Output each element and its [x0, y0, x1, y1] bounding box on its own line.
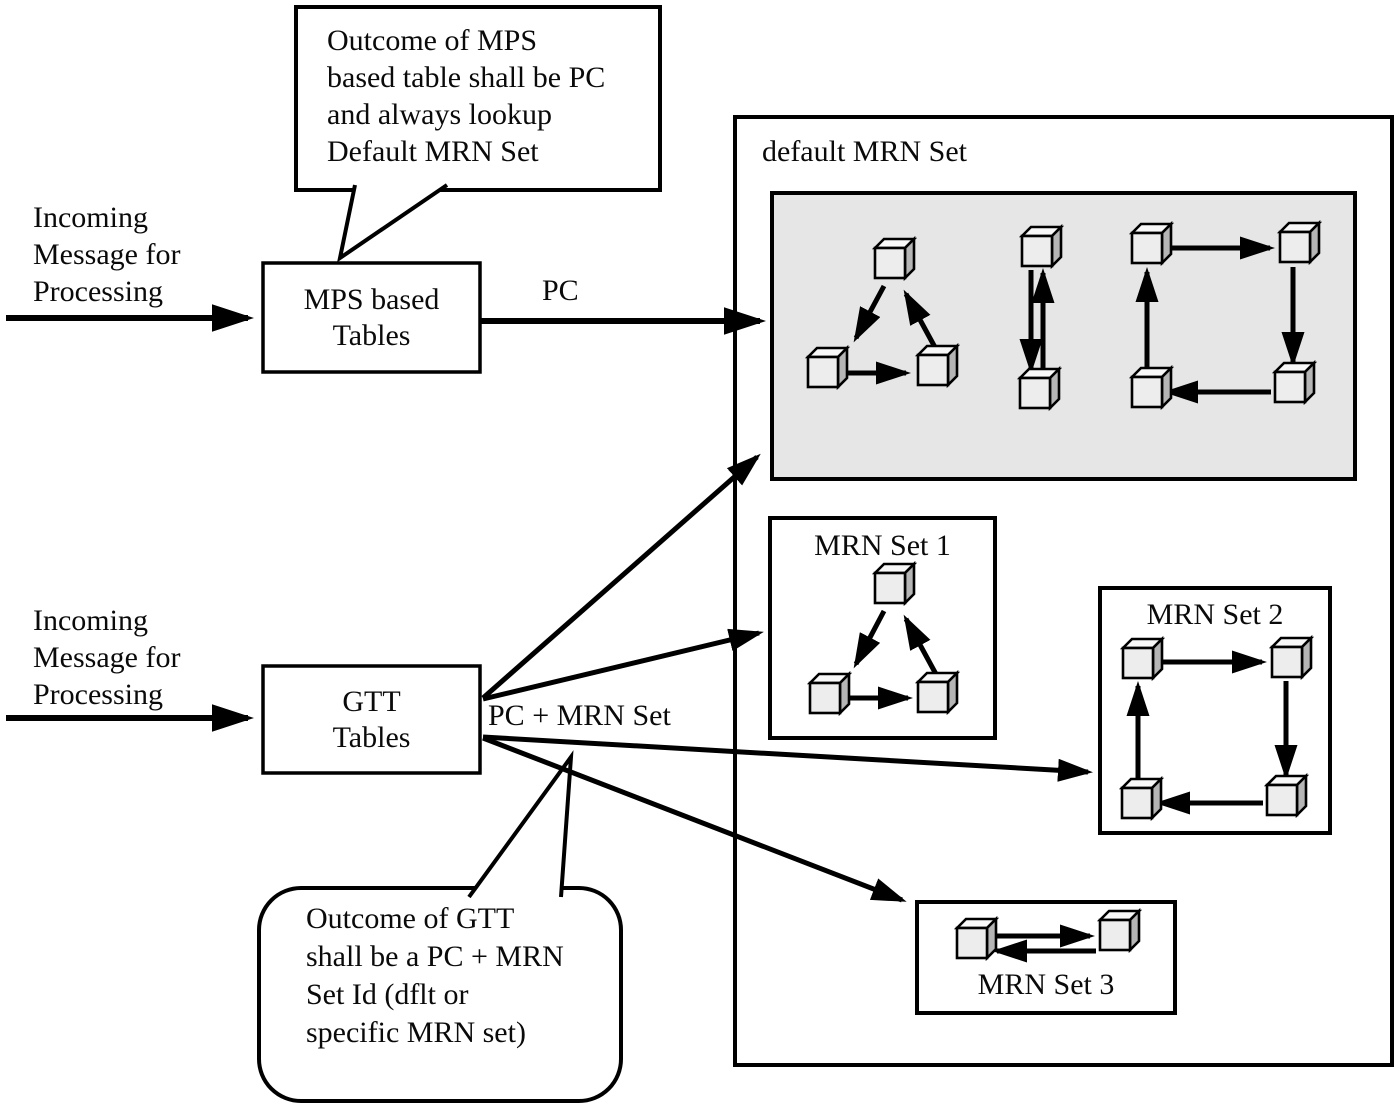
mps-callout-text: Outcome of MPS based table shall be PC a… — [327, 24, 606, 168]
mps-callout-pointer — [337, 183, 449, 263]
node-cube-icon — [873, 237, 916, 280]
node-cube-icon — [806, 346, 849, 389]
gtt-callout-bubble — [257, 886, 623, 1103]
incoming-message-top-label: Incoming Message for Processing — [33, 201, 181, 308]
mrn-set-1-label: MRN Set 1 — [814, 529, 951, 562]
mps-callout-bubble — [294, 5, 662, 192]
arrow-default-tri-3 — [903, 289, 940, 353]
mrn-set-3-label: MRN Set 3 — [977, 968, 1115, 1001]
node-cube-icon — [955, 917, 998, 960]
gtt-callout-pointer — [467, 750, 574, 899]
mps-tables-box — [261, 261, 482, 374]
pc-label: PC — [542, 274, 579, 307]
gtt-callout-text: Outcome of GTT shall be a PC + MRN Set I… — [306, 902, 564, 1049]
arrow-default-tri-1 — [853, 284, 887, 343]
node-cube-icon — [808, 672, 851, 715]
gtt-tables-label: GTT Tables — [332, 684, 411, 754]
pc-mrn-set-label: PC + MRN Set — [488, 699, 671, 732]
arrow-gtt-to-mrn-set-2 — [482, 734, 1093, 782]
default-mrn-set-label: default MRN Set — [762, 135, 967, 168]
node-cube-icon — [1120, 777, 1163, 820]
default-mrn-container-box — [733, 115, 1394, 1067]
mps-tables-label: MPS based Tables — [303, 282, 440, 352]
arrow-gtt-to-mrn-set-3 — [482, 735, 907, 903]
node-cube-icon — [1278, 221, 1321, 264]
node-cube-icon — [1130, 222, 1173, 265]
node-cube-icon — [916, 671, 959, 714]
arrow-gtt-to-default-set — [481, 453, 761, 700]
node-cube-icon — [1098, 909, 1141, 952]
arrow-set1-tri-1 — [853, 609, 887, 669]
node-cube-icon — [1273, 361, 1316, 404]
node-cube-icon — [873, 562, 916, 605]
node-cube-icon — [1018, 367, 1061, 410]
node-cube-icon — [1265, 774, 1308, 817]
node-cube-icon — [1130, 366, 1173, 409]
incoming-message-bottom-label: Incoming Message for Processing — [33, 604, 181, 711]
gtt-tables-box — [261, 664, 482, 775]
node-cube-icon — [916, 344, 959, 387]
node-cube-icon — [1270, 636, 1313, 679]
arrow-gtt-to-mrn-set-1 — [482, 628, 764, 702]
arrow-set1-tri-3 — [903, 614, 940, 678]
node-cube-icon — [1020, 225, 1063, 268]
mrn-set-2-label: MRN Set 2 — [1146, 598, 1284, 631]
node-cube-icon — [1121, 637, 1164, 680]
